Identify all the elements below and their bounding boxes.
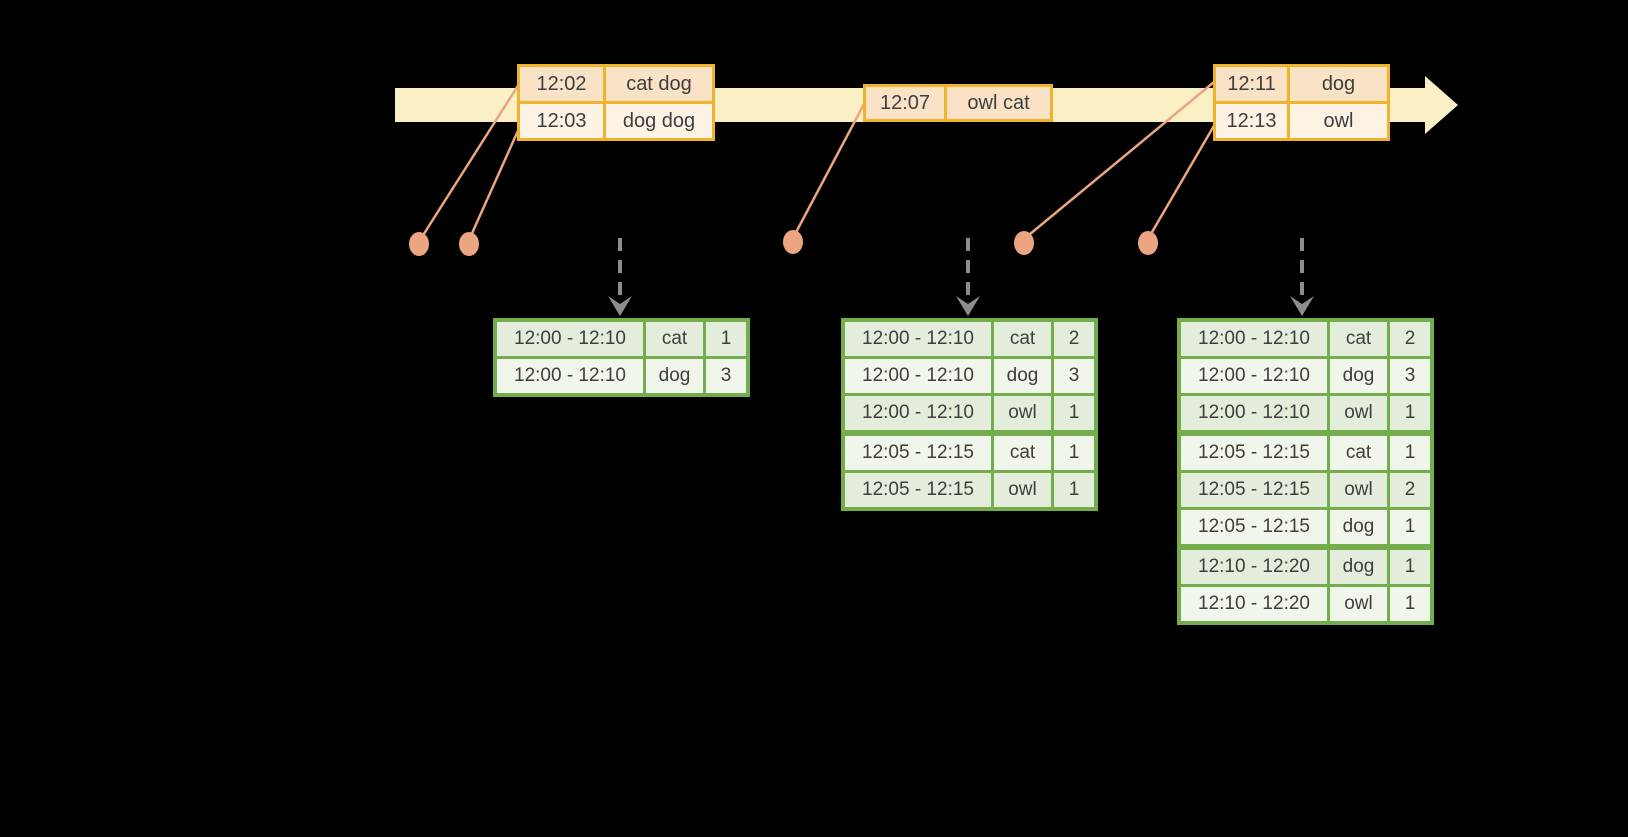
trigger-arrowhead-icon-3 (1290, 296, 1314, 316)
result-window-cell: 12:00 - 12:10 (1181, 359, 1327, 393)
result-word-cell: cat (1330, 436, 1387, 470)
result-word-cell: owl (1330, 396, 1387, 430)
timeline-arrowhead-icon (1425, 76, 1458, 134)
event-time-cell: 12:13 (1216, 104, 1287, 138)
result-word-cell: dog (646, 359, 703, 393)
result-count-cell: 1 (1390, 396, 1430, 430)
event-time-cell: 12:03 (520, 104, 603, 138)
result-window-cell: 12:05 - 12:15 (1181, 436, 1327, 470)
result-word-cell: dog (1330, 510, 1387, 544)
result-word-cell: cat (994, 436, 1051, 470)
result-word-cell: owl (1330, 473, 1387, 507)
result-count-cell: 3 (1390, 359, 1430, 393)
result-count-cell: 2 (1054, 322, 1094, 356)
event-connector-line-2 (467, 123, 523, 241)
event-dot-3 (783, 230, 803, 254)
event-words-cell: owl (1290, 104, 1387, 138)
result-word-cell: dog (994, 359, 1051, 393)
result-window-cell: 12:00 - 12:10 (845, 396, 991, 430)
result-count-cell: 1 (1390, 510, 1430, 544)
result-window-cell: 12:00 - 12:10 (1181, 322, 1327, 356)
trigger-arrowhead-icon-1 (608, 296, 632, 316)
result-window-cell: 12:05 - 12:15 (1181, 473, 1327, 507)
result-word-cell: cat (994, 322, 1051, 356)
result-word-cell: owl (1330, 587, 1387, 621)
result-window-cell: 12:00 - 12:10 (845, 322, 991, 356)
result-window-cell: 12:05 - 12:15 (845, 436, 991, 470)
result-count-cell: 1 (1390, 436, 1430, 470)
event-connector-line-5 (1146, 123, 1217, 240)
result-count-cell: 1 (1054, 473, 1094, 507)
result-count-cell: 1 (1054, 436, 1094, 470)
result-count-cell: 3 (706, 359, 746, 393)
result-word-cell: dog (1330, 359, 1387, 393)
result-count-cell: 1 (1390, 550, 1430, 584)
event-time-cell: 12:02 (520, 67, 603, 101)
result-count-cell: 1 (1390, 587, 1430, 621)
event-connector-line-3 (791, 103, 866, 239)
result-window-cell: 12:00 - 12:10 (497, 322, 643, 356)
result-word-cell: cat (1330, 322, 1387, 356)
result-count-cell: 1 (1054, 396, 1094, 430)
result-count-cell: 2 (1390, 473, 1430, 507)
result-word-cell: owl (994, 396, 1051, 430)
result-window-cell: 12:05 - 12:15 (845, 473, 991, 507)
result-count-cell: 2 (1390, 322, 1430, 356)
result-word-cell: dog (1330, 550, 1387, 584)
result-count-cell: 3 (1054, 359, 1094, 393)
event-time-cell: 12:11 (1216, 67, 1287, 101)
result-window-cell: 12:05 - 12:15 (1181, 510, 1327, 544)
event-dot-1 (409, 232, 429, 256)
event-dot-5 (1138, 231, 1158, 255)
result-count-cell: 1 (706, 322, 746, 356)
event-words-cell: cat dog (606, 67, 712, 101)
result-word-cell: cat (646, 322, 703, 356)
result-window-cell: 12:10 - 12:20 (1181, 550, 1327, 584)
result-window-cell: 12:10 - 12:20 (1181, 587, 1327, 621)
result-window-cell: 12:00 - 12:10 (845, 359, 991, 393)
result-word-cell: owl (994, 473, 1051, 507)
event-dot-4 (1014, 231, 1034, 255)
event-time-cell: 12:07 (866, 87, 944, 119)
result-window-cell: 12:00 - 12:10 (1181, 396, 1327, 430)
event-words-cell: dog dog (606, 104, 712, 138)
event-dot-2 (459, 232, 479, 256)
result-window-cell: 12:00 - 12:10 (497, 359, 643, 393)
event-words-cell: dog (1290, 67, 1387, 101)
trigger-arrowhead-icon-2 (956, 296, 980, 316)
event-words-cell: owl cat (947, 87, 1050, 119)
